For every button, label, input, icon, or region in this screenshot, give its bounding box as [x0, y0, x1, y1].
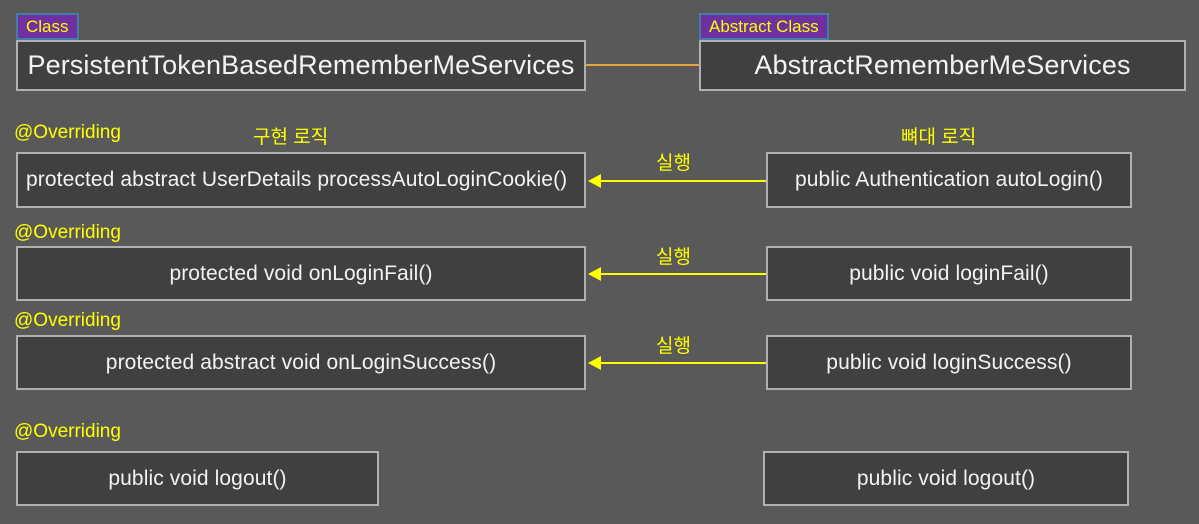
- section-label-skeleton-logic: 뼈대 로직: [901, 127, 977, 148]
- connector-label-1: 실행: [656, 153, 691, 174]
- override-annotation-1: @Overriding: [14, 122, 121, 143]
- connector-line-2: [598, 273, 766, 275]
- connector-line-1: [598, 180, 766, 182]
- method-box-auto-login[interactable]: public Authentication autoLogin(): [766, 152, 1132, 208]
- connector-arrowhead-2: [588, 267, 601, 281]
- method-box-login-success[interactable]: public void loginSuccess(): [766, 335, 1132, 390]
- connector-line-3: [598, 362, 766, 364]
- stereotype-badge-abstract-class: Abstract Class: [699, 13, 829, 40]
- override-annotation-3: @Overriding: [14, 310, 121, 331]
- class-box-persistent-token-based[interactable]: PersistentTokenBasedRememberMeServices: [16, 40, 586, 91]
- override-annotation-2: @Overriding: [14, 222, 121, 243]
- stereotype-badge-class: Class: [16, 13, 79, 40]
- connector-arrowhead-3: [588, 356, 601, 370]
- connector-arrowhead-1: [588, 174, 601, 188]
- method-box-logout-right[interactable]: public void logout(): [763, 451, 1129, 506]
- method-box-process-auto-login-cookie[interactable]: protected abstract UserDetails processAu…: [16, 152, 586, 208]
- method-box-login-fail[interactable]: public void loginFail(): [766, 246, 1132, 301]
- connector-label-3: 실행: [656, 336, 691, 357]
- method-box-logout-left[interactable]: public void logout(): [16, 451, 379, 506]
- inheritance-connector-line: [586, 64, 699, 66]
- section-label-implementation-logic: 구현 로직: [253, 127, 329, 148]
- override-annotation-4: @Overriding: [14, 421, 121, 442]
- method-box-on-login-fail[interactable]: protected void onLoginFail(): [16, 246, 586, 301]
- class-box-abstract-remember-me[interactable]: AbstractRememberMeServices: [699, 40, 1186, 91]
- connector-label-2: 실행: [656, 247, 691, 268]
- method-box-on-login-success[interactable]: protected abstract void onLoginSuccess(): [16, 335, 586, 390]
